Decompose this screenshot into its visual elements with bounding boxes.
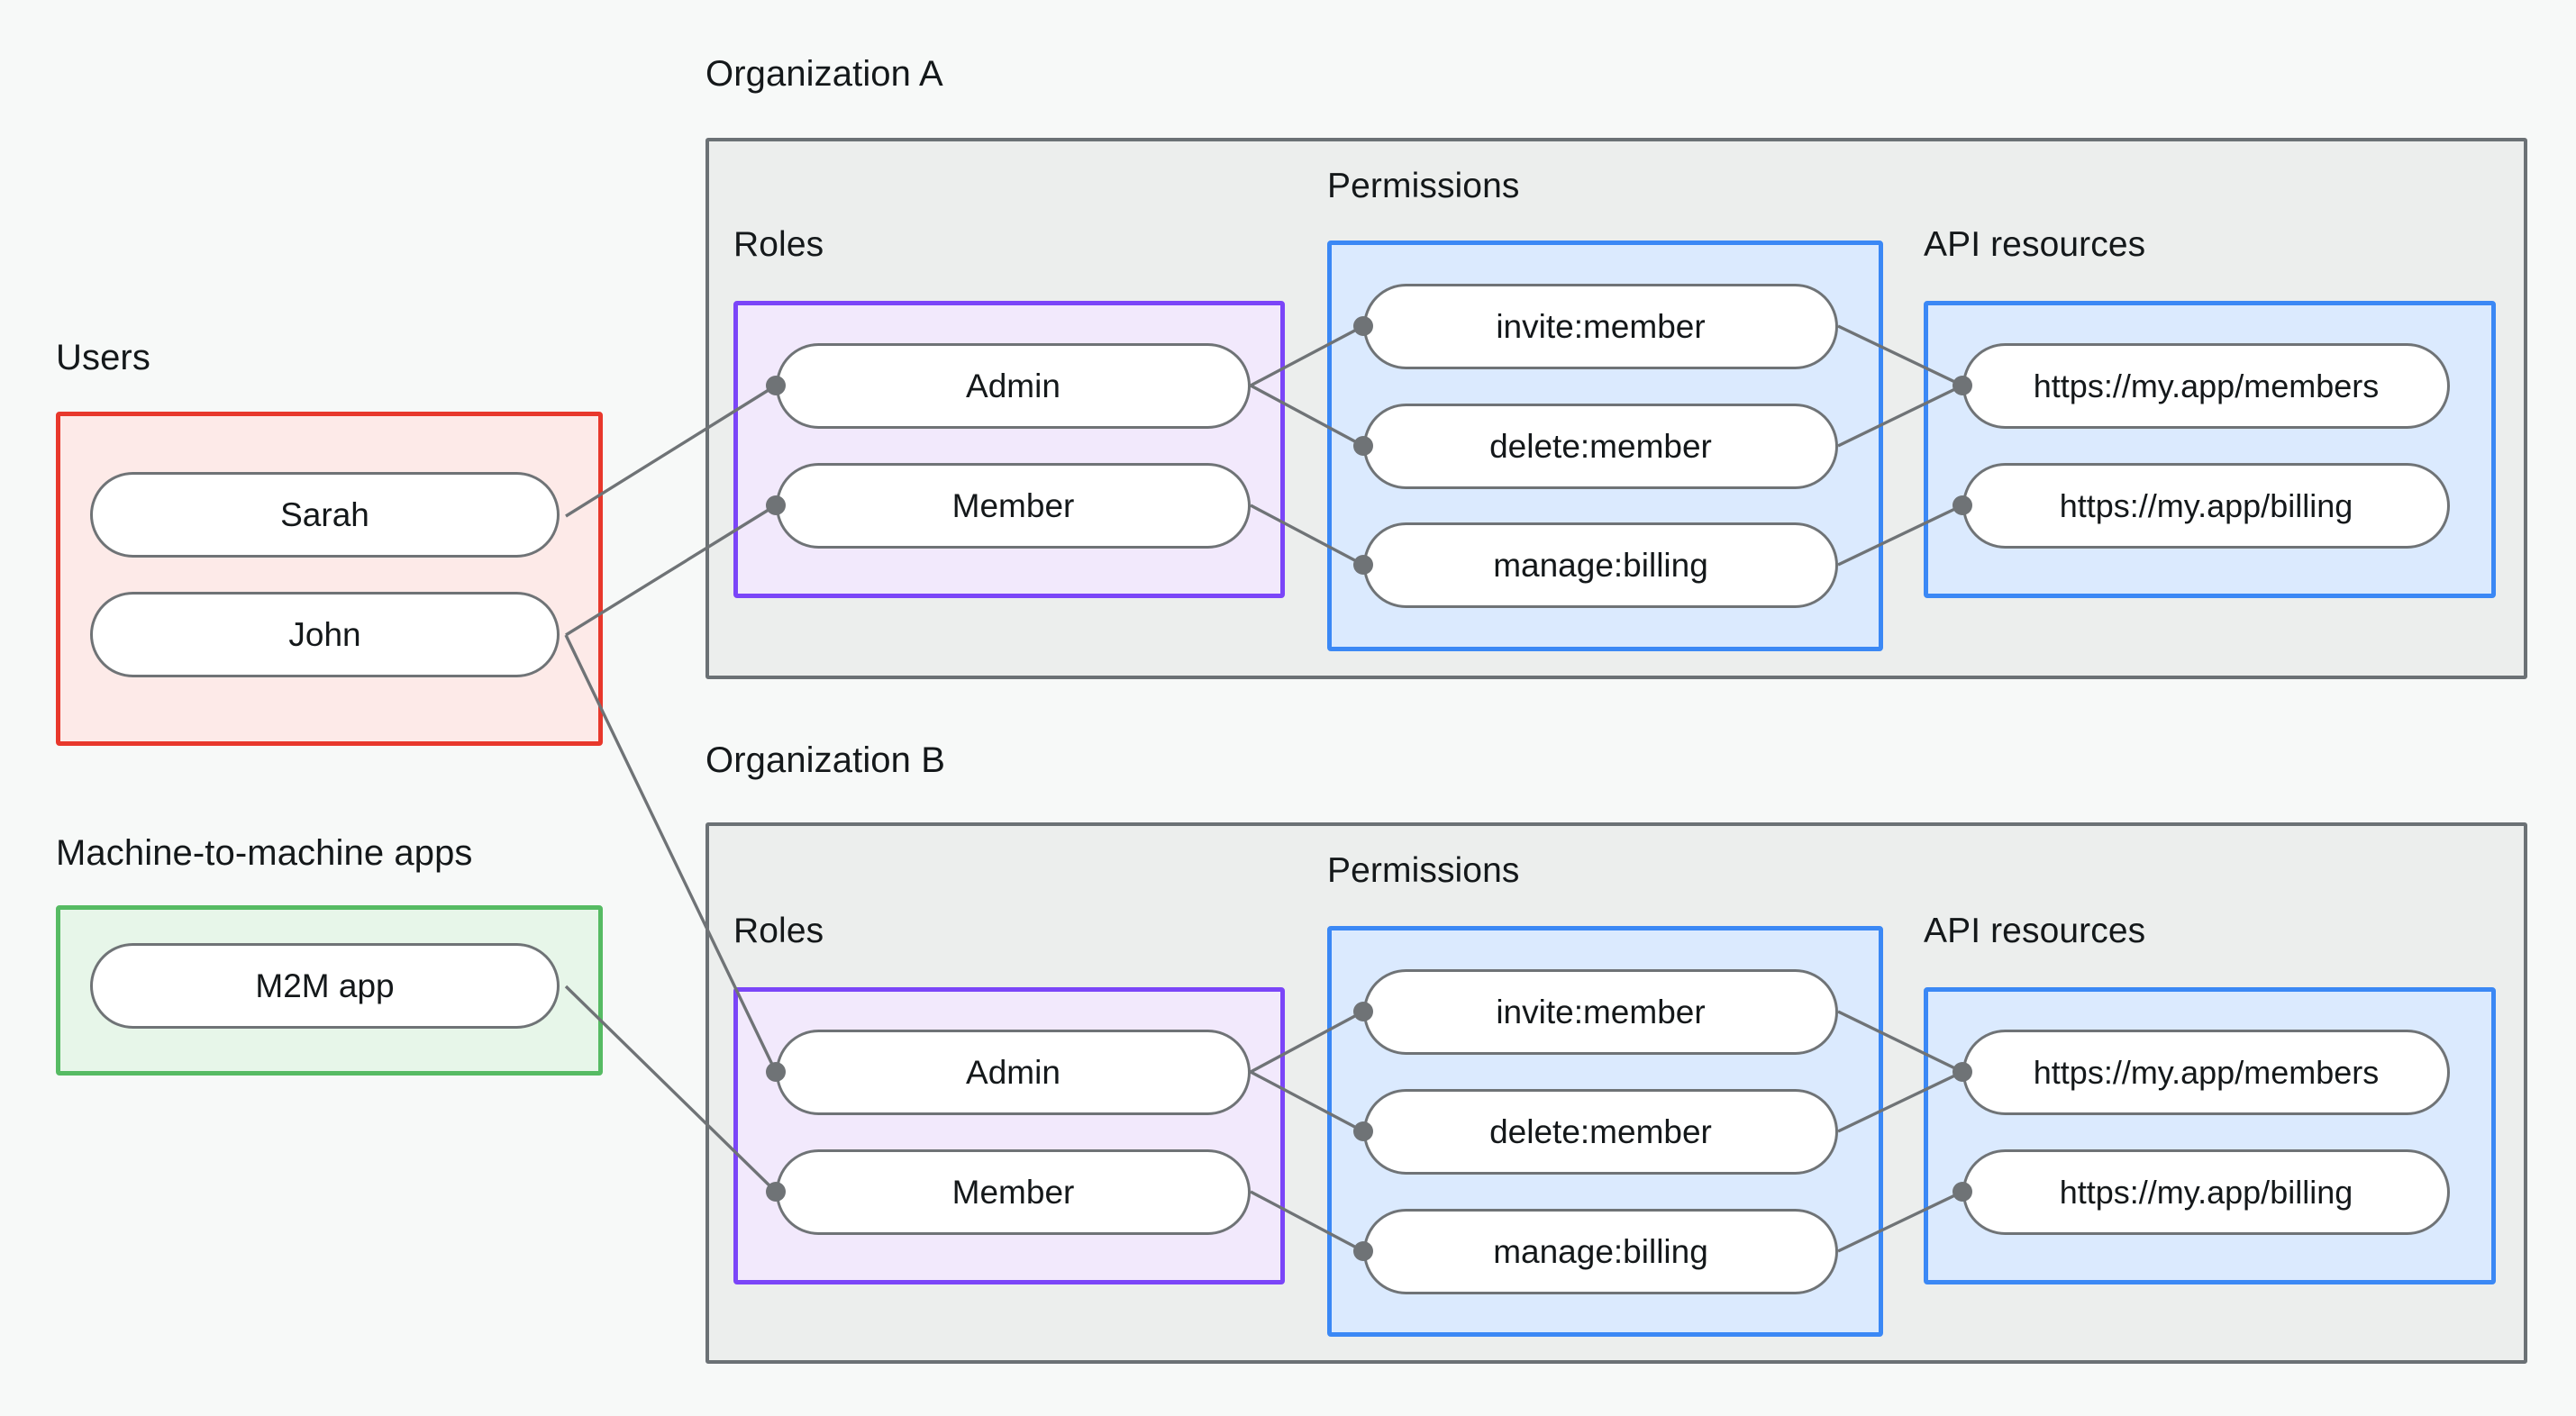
user-pill-john[interactable]: John [90, 592, 560, 677]
org-b-api-pill-members[interactable]: https://my.app/members [1962, 1030, 2450, 1115]
org-b-api-pill-billing[interactable]: https://my.app/billing [1962, 1149, 2450, 1235]
users-group [56, 412, 603, 746]
org-b-permission-pill-delete-member[interactable]: delete:member [1363, 1089, 1838, 1175]
org-b-api-resources-label: API resources [1924, 912, 2146, 950]
org-a-api-resources-label: API resources [1924, 225, 2146, 264]
org-a-label: Organization A [705, 54, 943, 94]
org-b-permission-pill-invite-member[interactable]: invite:member [1363, 969, 1838, 1055]
m2m-pill-app[interactable]: M2M app [90, 943, 560, 1029]
org-a-role-pill-admin[interactable]: Admin [776, 343, 1251, 429]
org-a-api-pill-members[interactable]: https://my.app/members [1962, 343, 2450, 429]
org-b-label: Organization B [705, 740, 945, 780]
user-pill-sarah[interactable]: Sarah [90, 472, 560, 558]
org-a-api-pill-billing[interactable]: https://my.app/billing [1962, 463, 2450, 549]
users-label: Users [56, 338, 150, 377]
org-b-permissions-label: Permissions [1327, 851, 1520, 890]
org-a-permission-pill-manage-billing[interactable]: manage:billing [1363, 522, 1838, 608]
org-a-permissions-label: Permissions [1327, 167, 1520, 205]
org-a-roles-label: Roles [733, 225, 824, 264]
org-b-role-pill-admin[interactable]: Admin [776, 1030, 1251, 1115]
m2m-apps-label: Machine-to-machine apps [56, 833, 473, 873]
org-a-role-pill-member[interactable]: Member [776, 463, 1251, 549]
org-b-permission-pill-manage-billing[interactable]: manage:billing [1363, 1209, 1838, 1294]
org-a-permission-pill-invite-member[interactable]: invite:member [1363, 284, 1838, 369]
org-b-role-pill-member[interactable]: Member [776, 1149, 1251, 1235]
org-b-roles-label: Roles [733, 912, 824, 950]
org-a-permission-pill-delete-member[interactable]: delete:member [1363, 404, 1838, 489]
